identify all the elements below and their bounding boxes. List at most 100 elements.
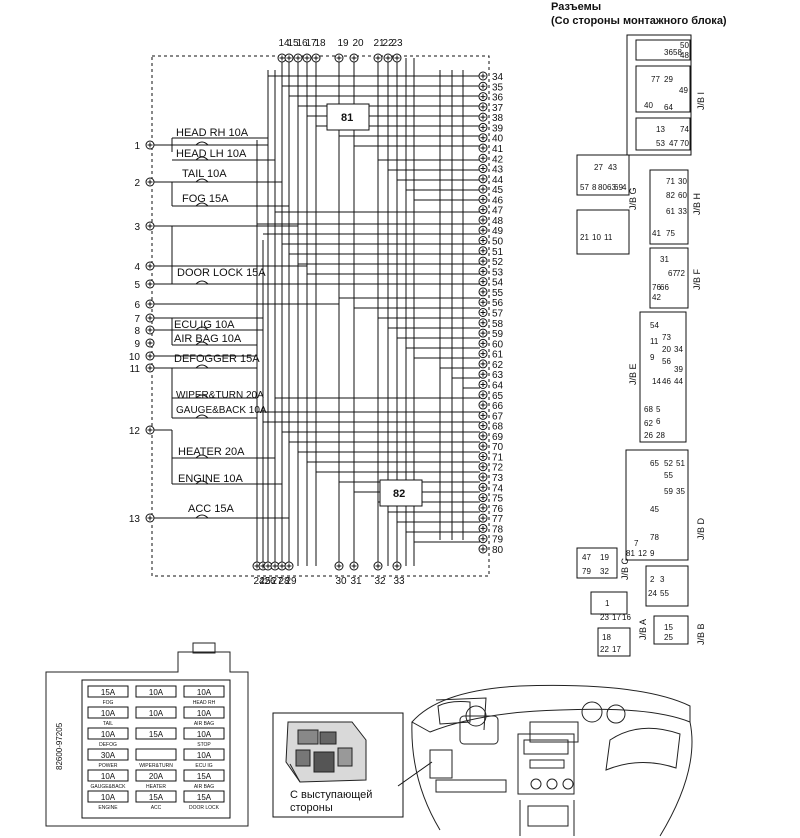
svg-text:3: 3 (660, 575, 665, 584)
terminal-cross (480, 135, 486, 141)
svg-text:J/B G: J/B G (628, 187, 638, 210)
terminal-label: 37 (492, 103, 504, 114)
terminal-49: 49 (478, 225, 504, 237)
terminal-cross (480, 433, 486, 439)
fuse-rating: 10A (197, 751, 212, 760)
terminal-cross (480, 484, 486, 490)
svg-text:61: 61 (666, 207, 675, 216)
terminal-label: 2 (134, 178, 140, 189)
terminal-label: 24 (253, 576, 265, 587)
svg-text:19: 19 (600, 553, 609, 562)
terminal-label: 74 (492, 483, 504, 494)
svg-text:8: 8 (592, 183, 597, 192)
svg-text:24: 24 (648, 589, 657, 598)
terminal-label: 80 (492, 545, 504, 556)
terminal-cross (375, 563, 381, 569)
header-subtitle: (Со стороны монтажного блока) (551, 15, 727, 27)
fuse-rating: 15A (197, 772, 212, 781)
terminal-cross (480, 515, 486, 521)
terminal-label: 40 (492, 134, 504, 145)
terminal-14: 14 (277, 38, 290, 63)
svg-text:66: 66 (660, 283, 669, 292)
terminal-59: 59 (478, 328, 504, 340)
fuse-sublabel: AIR BAG (194, 784, 214, 790)
terminal-label: 17 (305, 38, 317, 49)
fuse-label-tail: TAIL 10A (182, 168, 227, 180)
fuse-slot (183, 790, 225, 803)
fuse-label-wiper-turn: WIPER&TURN 20A (176, 390, 264, 401)
svg-text:7: 7 (634, 539, 639, 548)
fuse-label-air-bag: AIR BAG 10A (174, 333, 242, 345)
terminal-cross (394, 563, 400, 569)
terminal-60: 60 (478, 338, 504, 350)
terminal-cross (147, 223, 153, 229)
svg-text:28: 28 (656, 431, 665, 440)
fuse-rating: 15A (149, 793, 164, 802)
svg-text:70: 70 (680, 139, 689, 148)
fuse-rating: 15A (101, 688, 116, 697)
svg-text:53: 53 (656, 139, 665, 148)
terminal-65: 65 (478, 390, 504, 402)
terminal-label: 52 (492, 257, 504, 268)
fuse-rating: 15A (197, 793, 212, 802)
terminal-1: 1 (134, 140, 155, 152)
terminal-cross (480, 73, 486, 79)
terminal-label: 33 (393, 576, 405, 587)
relay-block-sketch (285, 721, 367, 783)
terminal-55: 55 (478, 287, 504, 299)
svg-text:45: 45 (650, 505, 659, 514)
terminal-62: 62 (478, 359, 504, 371)
svg-text:17: 17 (612, 613, 621, 622)
terminal-31: 31 (349, 561, 362, 587)
terminal-11: 11 (130, 363, 155, 375)
terminal-cross (265, 563, 271, 569)
terminal-label: 41 (492, 144, 504, 155)
terminal-label: 38 (492, 113, 504, 124)
terminal-56: 56 (478, 297, 504, 309)
terminal-20: 20 (349, 38, 364, 63)
terminal-label: 54 (492, 278, 504, 289)
terminal-label: 6 (134, 300, 140, 311)
fuse-sublabel: STOP (197, 742, 211, 748)
terminal-cross (480, 155, 486, 161)
terminal-label: 20 (352, 38, 364, 49)
fuse-sublabel: GAUGE&BACK (90, 784, 126, 790)
terminal-label: 14 (278, 38, 290, 49)
terminal-label: 60 (492, 339, 504, 350)
terminal-cross (480, 124, 486, 130)
terminal-cross (480, 289, 486, 295)
terminal-cross (286, 563, 292, 569)
terminal-54: 54 (478, 277, 504, 289)
svg-text:34: 34 (674, 345, 683, 354)
terminal-cross (480, 546, 486, 552)
svg-text:71: 71 (666, 177, 675, 186)
svg-text:33: 33 (678, 207, 687, 216)
terminal-label: 13 (129, 514, 141, 525)
terminal-cross (480, 412, 486, 418)
connector-jbh: 71 30 82 60 61 33 75 41 J/B H (649, 169, 702, 245)
svg-text:26: 26 (644, 431, 653, 440)
fuse-sublabel: TAIL (103, 721, 113, 727)
svg-text:J/B D: J/B D (696, 517, 706, 540)
fuse-sublabel: DEFOG (99, 742, 117, 748)
terminal-label: 66 (492, 401, 504, 412)
terminal-cross (336, 55, 342, 61)
svg-text:41: 41 (652, 229, 661, 238)
terminal-label: 72 (492, 463, 504, 474)
terminal-41: 41 (478, 143, 504, 155)
fuse-sublabel: POWER (99, 763, 118, 769)
terminal-cross (147, 179, 153, 185)
terminal-cross (394, 55, 400, 61)
terminal-cross (147, 353, 153, 359)
terminal-label: 69 (492, 432, 504, 443)
svg-text:78: 78 (650, 533, 659, 542)
svg-text:50: 50 (680, 41, 689, 50)
terminal-label: 79 (492, 535, 504, 546)
svg-text:68: 68 (644, 405, 653, 414)
terminal-cross (279, 55, 285, 61)
fuse-slot (87, 748, 129, 761)
terminal-label: 19 (337, 38, 349, 49)
svg-text:80: 80 (598, 183, 607, 192)
terminal-label: 43 (492, 165, 504, 176)
